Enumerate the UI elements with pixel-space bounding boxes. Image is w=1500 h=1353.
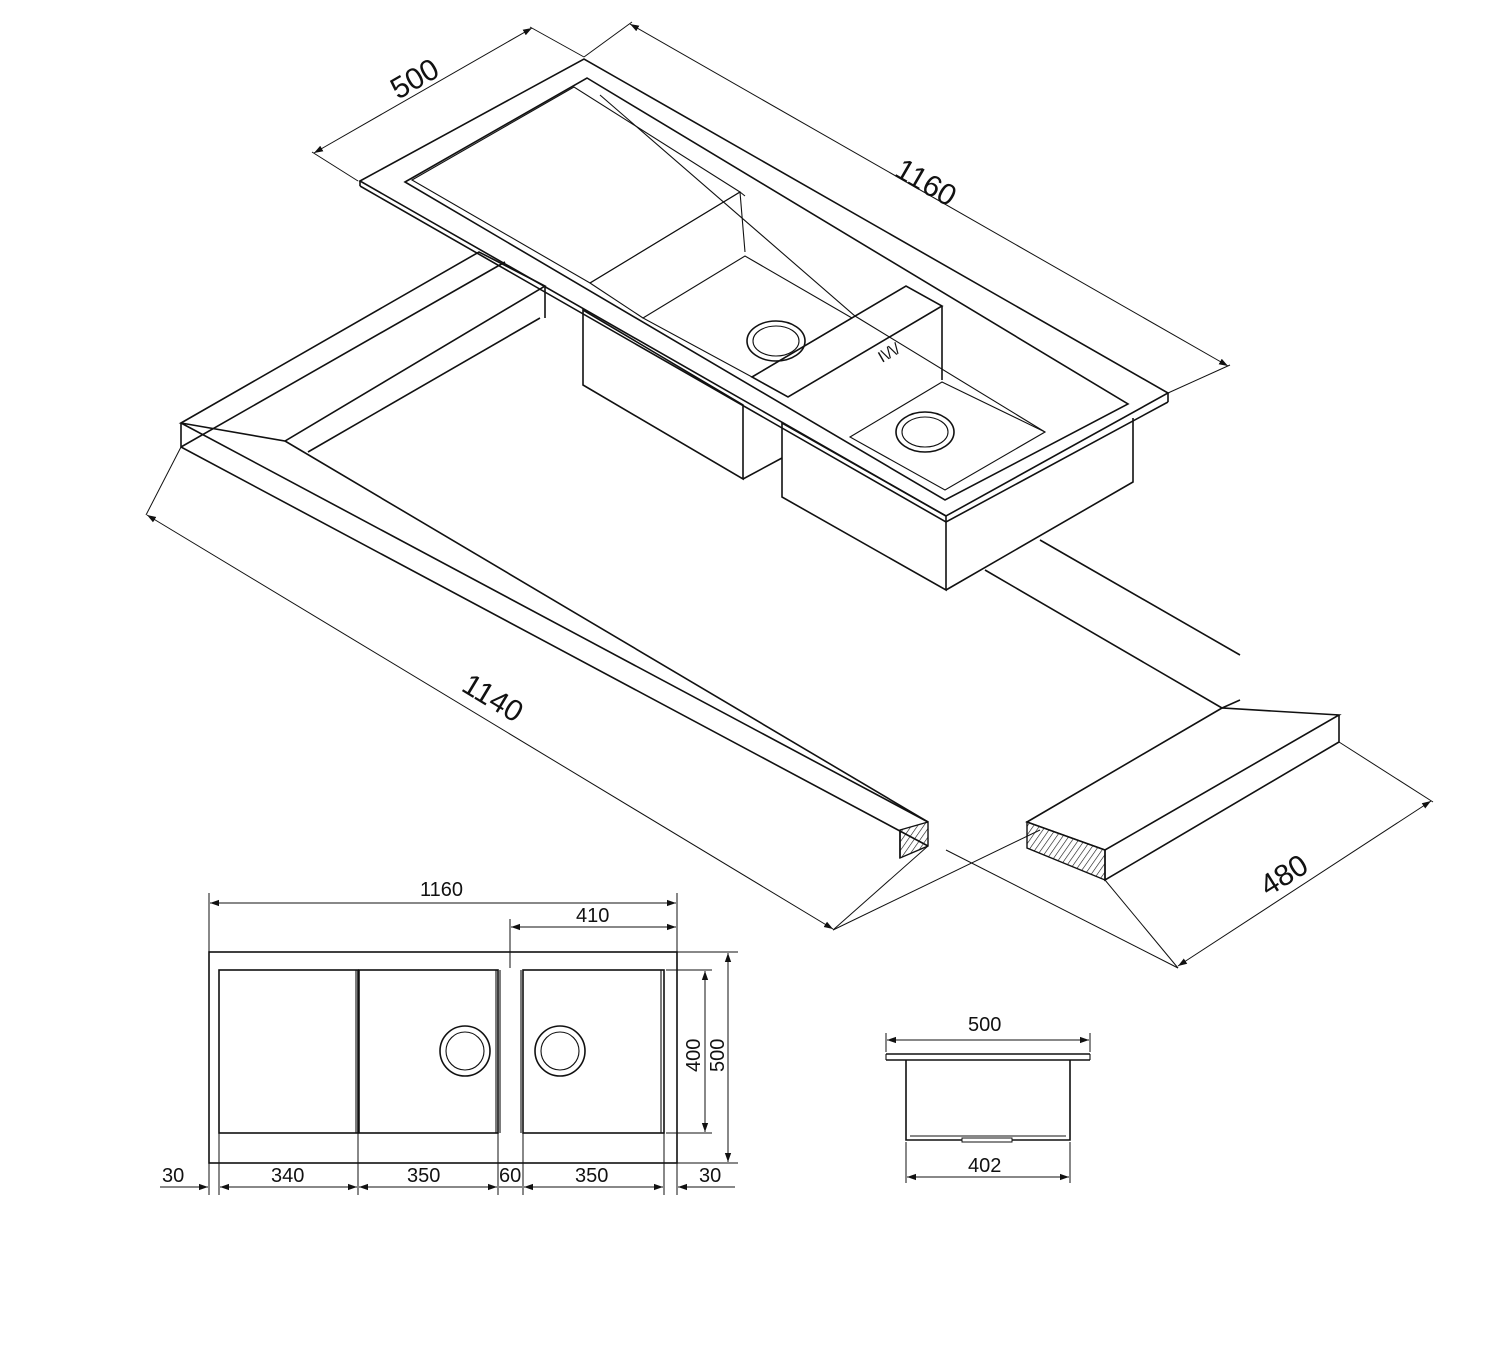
drain-1 bbox=[746, 320, 806, 362]
plan-dim-bowl-1-label: 350 bbox=[407, 1165, 440, 1187]
plan-bowl-1 bbox=[358, 969, 499, 1134]
isometric-view: I\/\/ 500 1160 1140 480 bbox=[145, 21, 1434, 969]
iso-dim-cutout-length-label: 1140 bbox=[456, 668, 528, 730]
plan-drainer-area bbox=[218, 969, 359, 1134]
section-bowl bbox=[905, 1060, 1071, 1141]
iso-dimension-1160: 1160 bbox=[583, 21, 1231, 394]
section-drain-outlet bbox=[961, 1137, 1013, 1143]
section-view: 500 402 bbox=[885, 1014, 1091, 1183]
drain-2 bbox=[895, 411, 955, 453]
iso-dimension-1140: 1140 bbox=[145, 446, 1041, 931]
plan-outer-outline bbox=[208, 951, 678, 1164]
plan-drain-1 bbox=[439, 1025, 491, 1077]
plan-dim-right-offset-label: 410 bbox=[576, 905, 609, 927]
cut-end-left bbox=[899, 821, 929, 860]
plan-bowl-2 bbox=[522, 969, 665, 1134]
plan-dim-bowl-2-label: 350 bbox=[575, 1165, 608, 1187]
plan-dim-right-margin-label: 30 bbox=[699, 1165, 721, 1187]
bowl-1-floor bbox=[641, 255, 854, 378]
iso-dim-depth-label: 500 bbox=[385, 52, 445, 106]
iso-dim-cutout-depth-label: 480 bbox=[1254, 848, 1314, 903]
iso-dim-length-label: 1160 bbox=[890, 152, 962, 213]
plan-dim-drainer-label: 340 bbox=[271, 1165, 304, 1187]
plan-view: 1160 410 400 500 30 340 350 60 350 30 bbox=[160, 879, 738, 1195]
section-dim-top-label: 500 bbox=[968, 1014, 1001, 1036]
plan-dim-divider-label: 60 bbox=[499, 1165, 521, 1187]
plan-dim-inner-depth-label: 400 bbox=[683, 1039, 705, 1072]
divider-block bbox=[750, 285, 944, 398]
bowl-2-floor bbox=[848, 381, 1047, 491]
drainer-area bbox=[410, 86, 742, 284]
plan-dim-outer-depth-label: 500 bbox=[707, 1039, 729, 1072]
sink-rim-inner bbox=[403, 77, 1130, 501]
plan-dim-left-margin-label: 30 bbox=[162, 1165, 184, 1187]
bowl-2-box bbox=[781, 421, 947, 592]
countertop-frame bbox=[178, 251, 1342, 882]
plan-drain-2 bbox=[534, 1025, 586, 1077]
plan-dim-total-label: 1160 bbox=[420, 879, 463, 901]
tap-hole-mark: I\/\/ bbox=[876, 340, 904, 366]
section-dim-bottom-label: 402 bbox=[968, 1155, 1001, 1177]
bowl-1-box bbox=[582, 308, 744, 481]
iso-dimension-480: 480 bbox=[945, 741, 1434, 969]
